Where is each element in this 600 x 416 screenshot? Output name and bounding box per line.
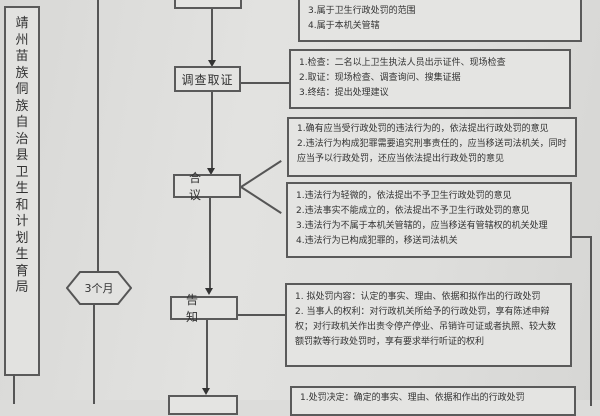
deliberate-connector-upper (240, 160, 282, 188)
investigation-item: 1.检查：二名以上卫生执法人员出示证件、现场检查 (299, 58, 506, 68)
deliberation-item: 2.违法事实不能成立的，依法提出不予卫生行政处罚的意见 (296, 206, 530, 216)
criteria-item: 3.属于卫生行政处罚的范围 (308, 6, 416, 16)
transfer-connector (572, 236, 592, 238)
flow-connector (206, 320, 208, 390)
notification-details-box: 1. 拟处罚内容：认定的事实、理由、依据和拟作出的行政处罚 2. 当事人的权利：… (285, 283, 572, 367)
deliberation-item: 3.违法行为不属于本机关管辖的，应当移送有管辖权的机关处理 (296, 221, 548, 231)
flow-node-decision (168, 395, 238, 415)
investigation-item: 2.取证：现场检查、调查询问、搜集证据 (299, 73, 461, 83)
investigate-connector (241, 82, 289, 84)
arrow-down-icon (202, 388, 210, 395)
title-connector-line (13, 374, 15, 404)
flow-node-investigate: 调查取证 (174, 66, 241, 92)
time-limit-label: 3个月 (84, 282, 114, 295)
flow-node-notify: 告知 (170, 293, 238, 324)
notification-item: 2. 当事人的权利：对行政机关所给予的行政处罚，享有陈述申辩权；对行政机关作出责… (295, 307, 557, 347)
deliberation-item: 1.违法行为轻微的，依法提出不予卫生行政处罚的意见 (296, 191, 512, 201)
flow-node-deliberate: 合议 (173, 171, 241, 202)
arrow-down-icon (205, 288, 213, 295)
organization-title-box: 靖州苗族侗族自治县卫生和计划生育局 (4, 6, 40, 376)
investigation-details-box: 1.检查：二名以上卫生执法人员出示证件、现场检查 2.取证：现场检查、调查询问、… (289, 49, 571, 109)
flow-connector (211, 92, 213, 170)
decision-item: 1.处罚决定：确定的事实、理由、依据和作出的行政处罚 (300, 393, 525, 403)
investigation-item: 3.终结：提出处理建议 (299, 88, 389, 98)
flow-connector (209, 198, 211, 290)
organization-title: 靖州苗族侗族自治县卫生和计划生育局 (15, 16, 29, 295)
time-limit-hexagon: 3个月 (66, 271, 132, 305)
arrow-down-icon (208, 60, 216, 67)
criteria-item: 4.属于本机关管辖 (308, 21, 380, 31)
transfer-connector-vertical (590, 236, 592, 406)
acceptance-criteria-box: 3.属于卫生行政处罚的范围 4.属于本机关管辖 (298, 0, 582, 42)
deliberation-no-penalty-box: 1.违法行为轻微的，依法提出不予卫生行政处罚的意见 2.违法事实不能成立的，依法… (286, 182, 572, 258)
deliberation-penalty-box: 1.确有应当受行政处罚的违法行为的，依法提出行政处罚的意见 2.违法行为构成犯罪… (287, 117, 577, 177)
flow-connector (211, 9, 213, 65)
deliberate-connector-lower (240, 186, 282, 214)
timeline-line-top (97, 0, 99, 272)
timeline-line-bottom (93, 304, 95, 404)
arrow-down-icon (207, 168, 215, 175)
notification-item: 1. 拟处罚内容：认定的事实、理由、依据和拟作出的行政处罚 (295, 292, 541, 302)
notify-connector (238, 314, 286, 316)
deliberation-item: 4.违法行为已构成犯罪的，移送司法机关 (296, 236, 458, 246)
deliberation-item: 2.违法行为构成犯罪需要追究刑事责任的，应当移送司法机关，同时应当予以行政处罚，… (297, 139, 567, 164)
decision-details-box: 1.处罚决定：确定的事实、理由、依据和作出的行政处罚 (290, 386, 576, 416)
deliberation-item: 1.确有应当受行政处罚的违法行为的，依法提出行政处罚的意见 (297, 124, 549, 134)
flow-node-acceptance (174, 0, 242, 9)
